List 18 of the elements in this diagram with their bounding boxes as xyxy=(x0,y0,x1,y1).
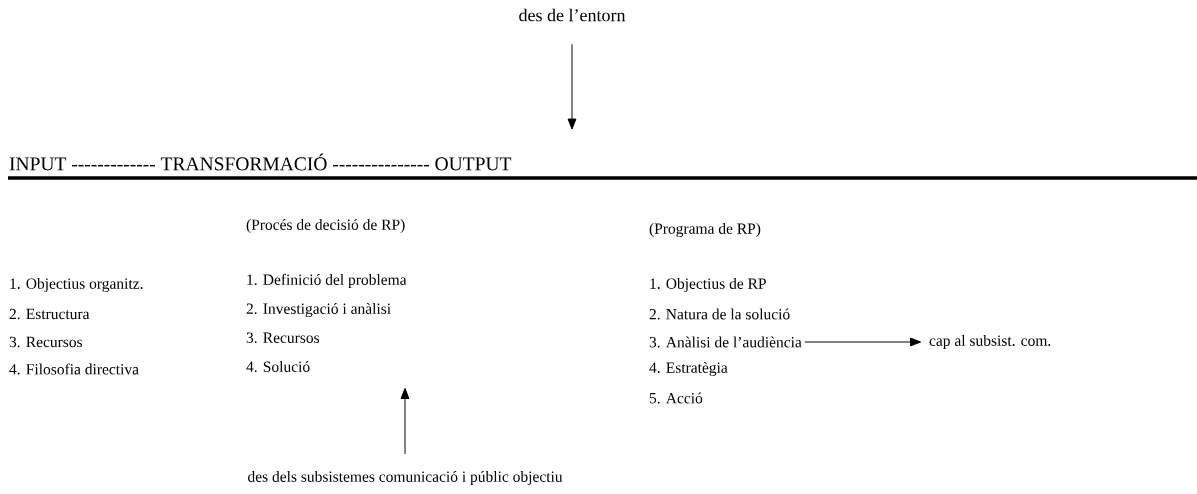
list-item: 1. Objectius organitz. xyxy=(10,277,143,293)
list-item: 5. Acció xyxy=(649,392,703,404)
heading-line: INPUT ------------- TRANSFORMACIÓ --------------- OUTPUT xyxy=(9,153,512,171)
arrow xyxy=(804,337,922,347)
process-list: (Procés de decisió de RP) 1. Definició del problema 2. Investigació i anàlisi 3. Recursos 4. Solució xyxy=(246,219,407,372)
list-item: 1. Objectius de RP xyxy=(650,277,766,292)
list-item: 3. Anàlisi de l’audiència xyxy=(649,336,802,348)
list-item: 2. Natura de la solució xyxy=(649,308,790,320)
column-heading: (Programa de RP) xyxy=(649,222,761,238)
list-item: 4. Filosofia directiva xyxy=(9,363,139,375)
source-text: des dels subsistemes comunicació i públic objectiu xyxy=(248,470,563,485)
arrow xyxy=(567,43,577,130)
list-item: 2. Estructura xyxy=(9,308,90,320)
target-text: cap al subsist. com. xyxy=(929,334,1051,349)
list-item: 3. Recursos xyxy=(9,336,83,348)
source-text: des de l’entorn xyxy=(519,8,626,22)
arrow xyxy=(400,387,410,455)
list-item: 4. Estratègia xyxy=(649,361,728,377)
